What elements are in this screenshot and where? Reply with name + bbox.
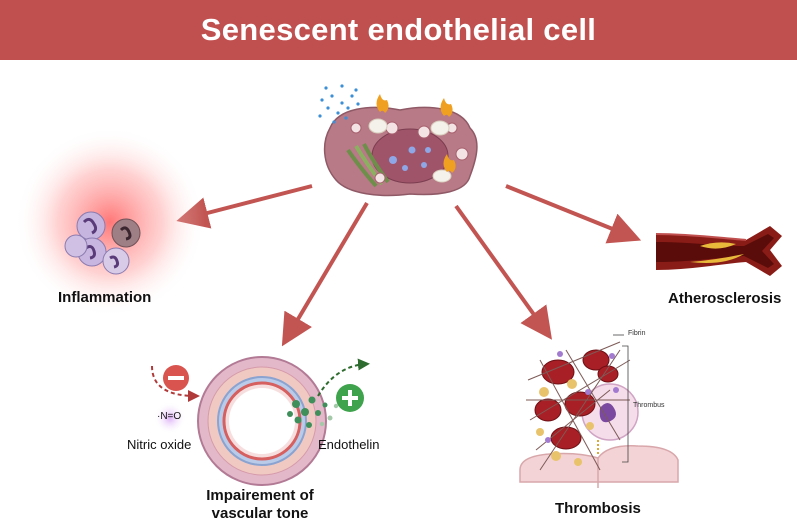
arrow-to-vascular-tone — [281, 201, 369, 347]
arrow-to-thrombosis — [454, 204, 552, 340]
page-title: Senescent endothelial cell — [200, 12, 597, 47]
endothelin-group — [317, 358, 370, 412]
nitric-oxide-symbol: ·N=O — [157, 411, 182, 422]
vascular-tone-label-line2: vascular tone — [211, 505, 309, 522]
flame-icon — [376, 94, 456, 173]
sasp-dots — [318, 84, 360, 124]
nitric-oxide-group — [151, 365, 200, 434]
vascular-tone-label: Impairement of vascular tone — [200, 487, 320, 523]
arrow-to-inflammation — [176, 184, 313, 229]
arrow-to-atherosclerosis — [505, 184, 642, 244]
arrows — [176, 184, 642, 347]
endothelin-molecules — [287, 396, 328, 428]
thrombosis-label: Thrombosis — [555, 500, 641, 517]
title-banner: Senescent endothelial cell — [0, 0, 797, 60]
fibrin-strands — [526, 341, 631, 471]
plus-icon — [336, 384, 364, 412]
minus-icon — [163, 365, 189, 391]
senescent-cell — [318, 84, 478, 197]
vessel-cross-section — [197, 356, 339, 486]
inflammation-illustration — [15, 127, 205, 317]
atherosclerosis-label: Atherosclerosis — [668, 290, 782, 307]
thrombosis-illustration — [519, 334, 679, 488]
thrombus-label: Thrombus — [633, 402, 665, 409]
atherosclerosis-illustration — [655, 226, 782, 276]
nitric-oxide-label: Nitric oxide — [127, 437, 192, 452]
inflammation-label: Inflammation — [58, 289, 152, 306]
fibrin-label: Fibrin — [628, 330, 646, 337]
endothelin-label: Endothelin — [318, 437, 380, 452]
vascular-tone-label-line1: Impairement of — [206, 487, 314, 504]
